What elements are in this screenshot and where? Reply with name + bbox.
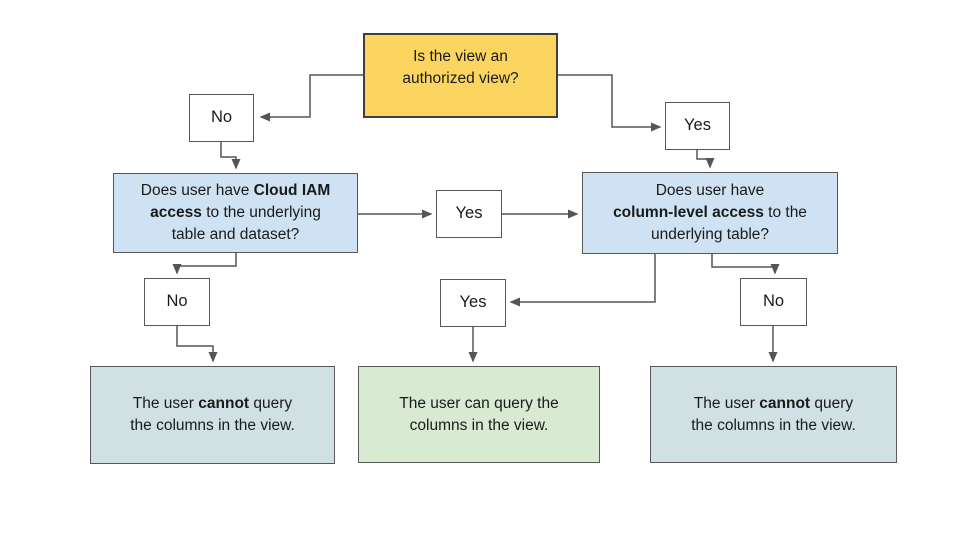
- edge-label-no-second-left: No: [144, 278, 210, 326]
- edge-label-yes-second: Yes: [440, 279, 506, 327]
- column-level-access-question-node: Does user have column-level access to th…: [582, 172, 838, 254]
- result-text: The user cannot query the columns in the…: [691, 394, 856, 434]
- edge-label-text: No: [210, 108, 233, 127]
- edge-label-text: Yes: [459, 293, 487, 312]
- edge-label-no-second-right: No: [740, 278, 807, 326]
- connector-yes-to-column-question: [696, 150, 715, 169]
- edge-label-yes-top: Yes: [665, 102, 730, 150]
- result-can-query-node: The user can query the columns in the vi…: [358, 366, 600, 463]
- result-cannot-query-right-node: The user cannot query the columns in the…: [650, 366, 897, 463]
- connector-root-to-no: [259, 74, 363, 122]
- root-decision-node: Is the view an authorized view?: [363, 33, 558, 118]
- root-decision-text: Is the view an authorized view?: [402, 47, 519, 87]
- connector-iam-to-no-second: [172, 253, 237, 275]
- connector-column-to-yes-second: [509, 254, 656, 307]
- result-text: The user can query the columns in the vi…: [399, 394, 559, 434]
- edge-label-text: No: [166, 292, 188, 311]
- edge-label-text: Yes: [455, 204, 483, 223]
- connector-column-to-no-second: [711, 254, 780, 275]
- connector-no-second-to-result-left: [176, 326, 218, 363]
- result-cannot-query-left-node: The user cannot query the columns in the…: [90, 366, 335, 464]
- edge-label-no-top: No: [189, 94, 254, 142]
- iam-access-question-node: Does user have Cloud IAM access to the u…: [113, 173, 358, 253]
- edge-label-text: No: [762, 292, 785, 311]
- connector-no-to-iam-question: [220, 142, 241, 170]
- result-text: The user cannot query the columns in the…: [130, 395, 295, 434]
- question-text: Does user have Cloud IAM access to the u…: [140, 182, 331, 243]
- edge-label-yes-mid: Yes: [436, 190, 502, 238]
- connector-root-to-yes: [558, 74, 662, 132]
- question-text: Does user have column-level access to th…: [613, 182, 807, 243]
- edge-label-text: Yes: [684, 116, 711, 135]
